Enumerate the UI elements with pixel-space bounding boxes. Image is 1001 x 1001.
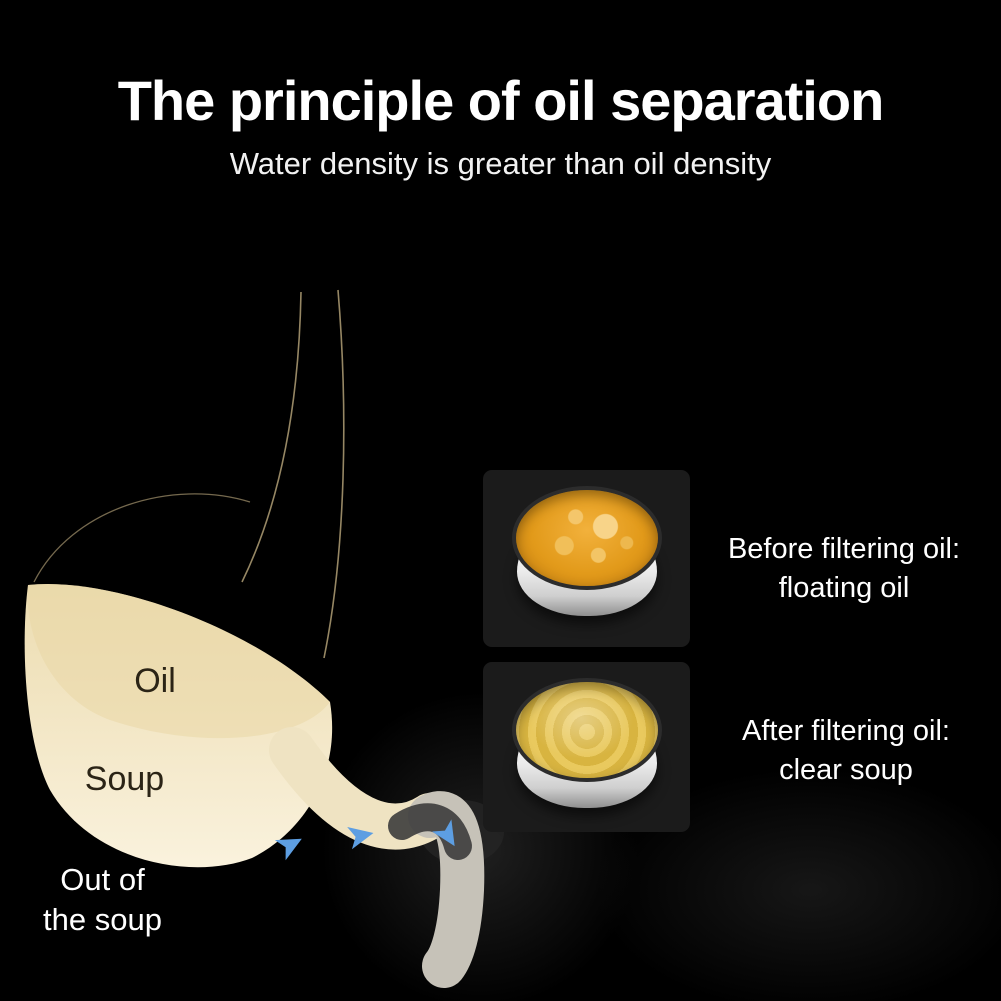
before-filtering-line1: Before filtering oil:	[727, 533, 961, 565]
soup-label: Soup	[84, 760, 165, 798]
after-bowl	[511, 678, 662, 818]
out-of-soup-line1: Out of	[60, 862, 145, 897]
after-bowl-liquid	[511, 678, 662, 782]
ladle-illustration: ➤ ➤ ➤	[24, 289, 504, 988]
pour-stream-dark-shading	[388, 803, 472, 860]
oil-label: Oil	[134, 662, 176, 700]
out-of-soup-line2: the soup	[43, 902, 162, 938]
ladle-handle-line-right	[323, 289, 345, 659]
ladle-handle-line-left	[241, 291, 302, 583]
before-bowl	[511, 486, 662, 626]
after-filtering-label: After filtering oil: clear soup	[694, 712, 998, 790]
after-filtering-line2: clear soup	[779, 754, 913, 787]
ladle-oil-layer	[27, 583, 330, 739]
before-filtering-line2: floating oil	[778, 572, 910, 605]
before-bowl-liquid	[511, 486, 662, 590]
after-filtering-card	[483, 662, 690, 832]
out-of-soup-label: Out of the soup	[10, 860, 195, 941]
page-title: The principle of oil separation	[117, 69, 885, 132]
page-subtitle: Water density is greater than oil densit…	[229, 146, 772, 181]
before-filtering-label: Before filtering oil: floating oil	[690, 530, 998, 608]
before-filtering-card	[483, 470, 690, 647]
after-filtering-line1: After filtering oil:	[742, 715, 950, 747]
ladle-rim-arc	[33, 493, 251, 583]
